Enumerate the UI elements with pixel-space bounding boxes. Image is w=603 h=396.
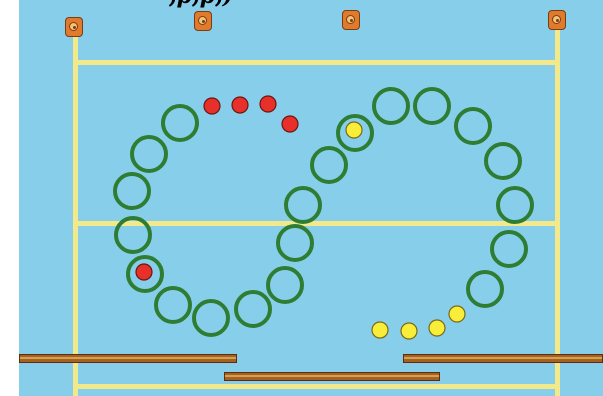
red-ball[interactable] [204, 98, 220, 114]
hoop-ring [278, 226, 312, 260]
red-ball[interactable] [136, 264, 152, 280]
hoop-path [19, 0, 603, 396]
hoop-ring [163, 106, 197, 140]
platform-right[interactable] [403, 354, 603, 363]
hoop-ring [468, 272, 502, 306]
hoop-ring [156, 288, 190, 322]
red-ball[interactable] [260, 96, 276, 112]
hoop-ring [498, 188, 532, 222]
yellow-ball[interactable] [429, 320, 445, 336]
hoop-ring [268, 268, 302, 302]
hoop-ring [116, 218, 150, 252]
red-ball[interactable] [232, 97, 248, 113]
red-ball[interactable] [282, 116, 298, 132]
hoop-ring [492, 232, 526, 266]
hoop-ring [374, 89, 408, 123]
hoop-ring [115, 174, 149, 208]
yellow-ball[interactable] [346, 122, 362, 138]
hoop-ring [286, 188, 320, 222]
game-area[interactable]: ,p,p,) [19, 0, 603, 396]
yellow-ball[interactable] [401, 323, 417, 339]
platform-left[interactable] [19, 354, 237, 363]
hoop-ring [132, 137, 166, 171]
platform-middle[interactable] [224, 372, 440, 381]
yellow-ball[interactable] [372, 322, 388, 338]
hoop-ring [312, 148, 346, 182]
hoop-ring [456, 109, 490, 143]
hoop-ring [194, 301, 228, 335]
hoop-ring [486, 144, 520, 178]
hoop-ring [236, 292, 270, 326]
yellow-ball[interactable] [449, 306, 465, 322]
hoop-ring [415, 89, 449, 123]
